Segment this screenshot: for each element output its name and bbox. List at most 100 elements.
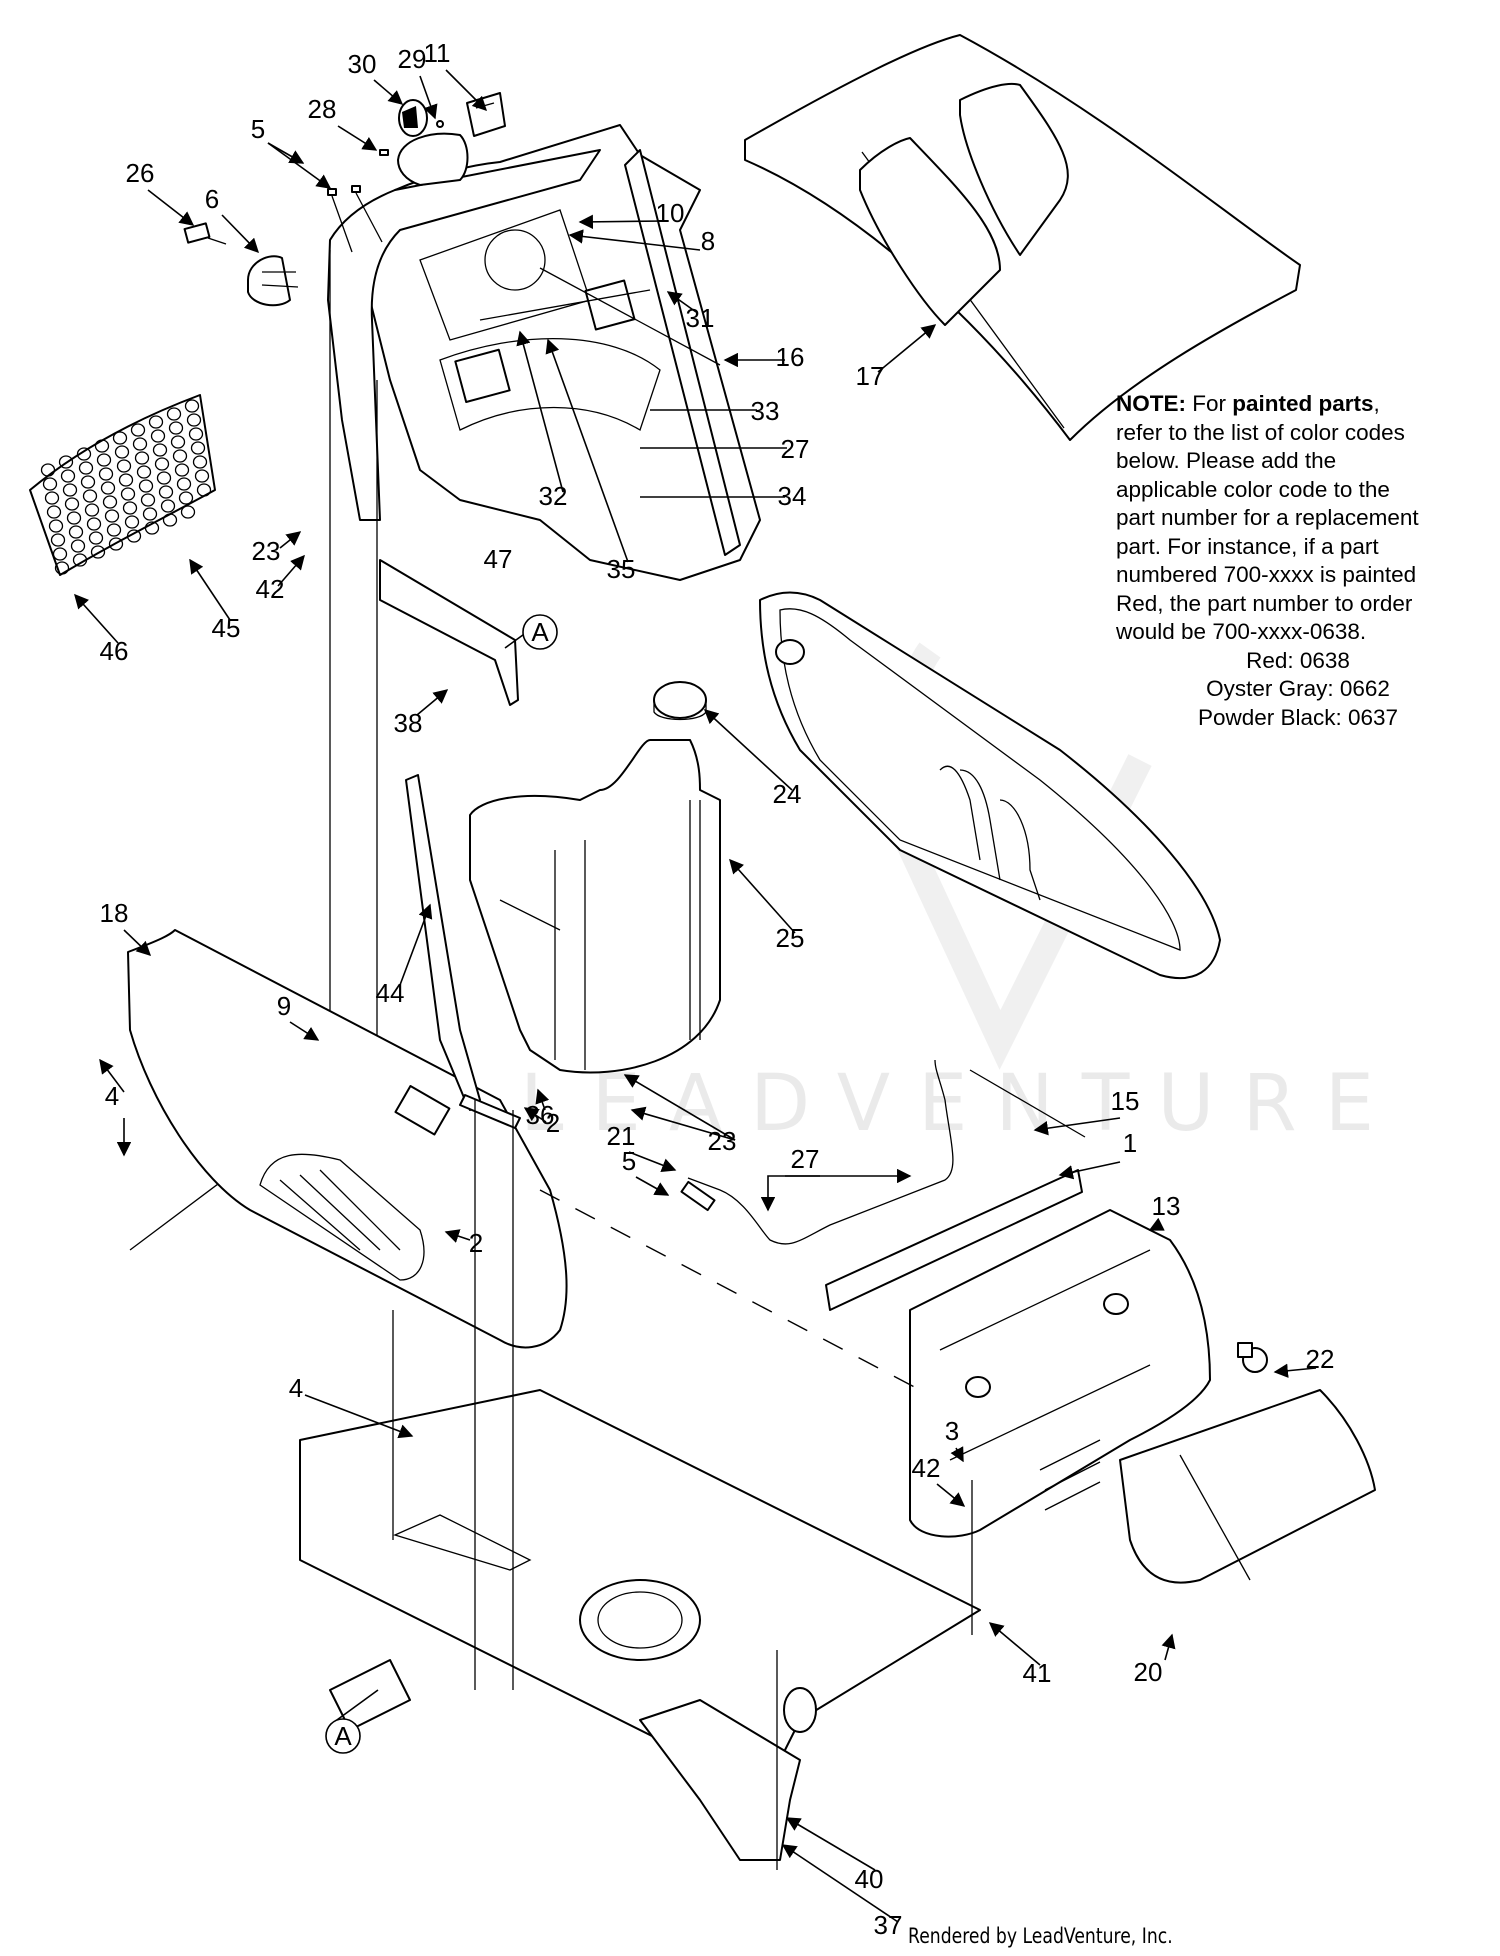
callout-4[interactable]: 4: [105, 1081, 119, 1111]
choke-knob-part-30[interactable]: [398, 99, 428, 137]
screw-part-28[interactable]: [379, 149, 389, 156]
headlight-lens-part-20[interactable]: [1119, 1389, 1376, 1584]
grille-hole: [52, 547, 68, 561]
callout-17[interactable]: 17: [856, 361, 885, 391]
nose-panel-part-13[interactable]: [909, 1209, 1211, 1538]
render-credit: Rendered by LeadVenture, Inc.: [908, 1924, 1173, 1948]
callout-46[interactable]: 46: [100, 636, 129, 666]
grille-hole: [162, 513, 178, 527]
mounting-bracket-part-1[interactable]: [825, 1169, 1083, 1311]
callout-8[interactable]: 8: [701, 226, 715, 256]
callout-33[interactable]: 33: [751, 396, 780, 426]
callout-44[interactable]: 44: [376, 978, 405, 1008]
callout-23[interactable]: 23: [252, 536, 281, 566]
grille-hole: [72, 553, 88, 567]
key-part-26[interactable]: [183, 222, 227, 245]
callout-5[interactable]: 5: [251, 114, 265, 144]
linkage-rod[interactable]: [687, 1059, 954, 1245]
callout-32[interactable]: 32: [539, 481, 568, 511]
callout-18[interactable]: 18: [100, 898, 129, 928]
hood-part-17[interactable]: [744, 34, 1301, 441]
note-heading: NOTE:: [1116, 391, 1186, 416]
grille-hole: [178, 491, 194, 505]
note-line: part. For instance, if a part: [1116, 533, 1379, 559]
callout-21[interactable]: 21: [607, 1121, 636, 1151]
note-line: refer to the list of color codes: [1116, 419, 1405, 445]
callout-2[interactable]: 2: [546, 1108, 560, 1138]
callout-45[interactable]: 45: [212, 613, 241, 643]
callout-13[interactable]: 13: [1152, 1191, 1181, 1221]
grille-hole: [88, 531, 104, 545]
chassis-frame[interactable]: [299, 1389, 981, 1861]
grille-hole: [194, 469, 210, 483]
grille-hole: [166, 407, 182, 421]
callout-42[interactable]: 42: [256, 574, 285, 604]
callout-23[interactable]: 23: [708, 1126, 737, 1156]
grille-hole: [96, 453, 112, 467]
side-panel-right[interactable]: [759, 591, 1221, 980]
bracket-part-21[interactable]: [680, 1180, 716, 1212]
callout-40[interactable]: 40: [855, 1864, 884, 1894]
dash-bracket[interactable]: [379, 559, 519, 706]
cable-part-16[interactable]: [539, 267, 721, 366]
grille-hole: [156, 471, 172, 485]
callout-15[interactable]: 15: [1111, 1086, 1140, 1116]
callout-28[interactable]: 28: [308, 94, 337, 124]
callout-6[interactable]: 6: [205, 184, 219, 214]
grille-hole: [60, 469, 76, 483]
callout-24[interactable]: 24: [773, 779, 802, 809]
bolts-part-5[interactable]: [327, 185, 383, 253]
callout-5[interactable]: 5: [622, 1146, 636, 1176]
grille-hole: [196, 483, 212, 497]
callout-2[interactable]: 2: [469, 1228, 483, 1258]
callout-3[interactable]: 3: [945, 1416, 959, 1446]
nut-part-29[interactable]: [436, 120, 444, 128]
callout-27[interactable]: 27: [781, 434, 810, 464]
grille-hole: [168, 421, 184, 435]
callout-25[interactable]: 25: [776, 923, 805, 953]
callout-42[interactable]: 42: [912, 1453, 941, 1483]
callout-38[interactable]: 38: [394, 708, 423, 738]
grille-hole: [134, 451, 150, 465]
callout-41[interactable]: 41: [1023, 1658, 1052, 1688]
callout-1[interactable]: 1: [1123, 1128, 1137, 1158]
grille-hole: [112, 431, 128, 445]
side-panel-part-18[interactable]: [127, 929, 568, 1349]
callout-10[interactable]: 10: [656, 198, 685, 228]
callout-30[interactable]: 30: [348, 49, 377, 79]
callout-20[interactable]: 20: [1134, 1657, 1163, 1687]
grille-hole: [48, 519, 64, 533]
grille-part-45[interactable]: [29, 394, 216, 576]
callout-11[interactable]: 11: [424, 38, 451, 68]
callout-labels: 1223445568910111315161718202122232324252…: [100, 38, 1335, 1940]
note-line: part number for a replacement: [1116, 505, 1419, 530]
fuel-cap-part-24[interactable]: [653, 681, 707, 721]
ignition-switch-part-6[interactable]: [247, 255, 299, 307]
callout-31[interactable]: 31: [686, 303, 715, 333]
grille-hole: [160, 499, 176, 513]
callout-29[interactable]: 29: [398, 44, 427, 74]
grille-hole: [90, 545, 106, 559]
hour-meter-part-11[interactable]: [466, 92, 506, 137]
color-code-oyster-gray: Oyster Gray: 0662: [1206, 676, 1390, 701]
callout-47[interactable]: 47: [484, 544, 513, 574]
fuel-tank-part-25[interactable]: [469, 739, 721, 1074]
callout-34[interactable]: 34: [778, 481, 807, 511]
callout-37[interactable]: 37: [874, 1910, 903, 1940]
grille-hole: [120, 487, 136, 501]
callout-26[interactable]: 26: [126, 158, 155, 188]
support-bracket-part-31[interactable]: [624, 149, 741, 556]
callout-9[interactable]: 9: [277, 991, 291, 1021]
grille-hole: [190, 441, 206, 455]
callout-35[interactable]: 35: [607, 554, 636, 584]
callout-36[interactable]: 36: [526, 1100, 555, 1130]
callout-16[interactable]: 16: [776, 342, 805, 372]
grille-hole: [124, 515, 140, 529]
grille-hole: [76, 447, 92, 461]
callout-27[interactable]: 27: [791, 1144, 820, 1174]
bulb-part-22[interactable]: [1237, 1342, 1268, 1373]
dash-panel-part-47[interactable]: [327, 124, 761, 581]
callout-22[interactable]: 22: [1306, 1344, 1335, 1374]
callout-4[interactable]: 4: [289, 1373, 303, 1403]
color-code-powder-black: Powder Black: 0637: [1197, 704, 1399, 730]
